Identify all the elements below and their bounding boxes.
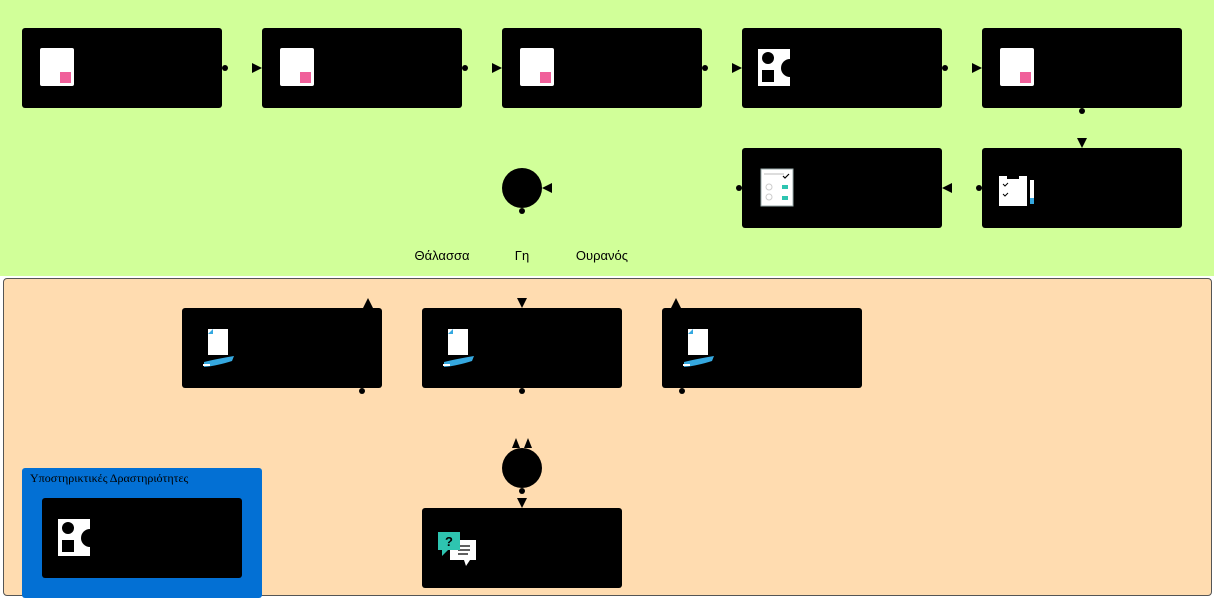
label-sea: Θάλασσα xyxy=(414,248,470,263)
document-icon xyxy=(1000,48,1034,86)
decision-gateway-bottom[interactable] xyxy=(502,448,542,488)
node-step-3[interactable] xyxy=(502,28,702,108)
decision-gateway-top[interactable] xyxy=(502,168,542,208)
node-step-4[interactable] xyxy=(742,28,942,108)
node-step-7[interactable] xyxy=(742,148,942,228)
svg-text:?: ? xyxy=(445,534,453,549)
document-icon xyxy=(520,48,554,86)
document-hand-icon xyxy=(203,329,234,367)
clipboard-pencil-icon xyxy=(999,173,1034,206)
shapes-icon xyxy=(758,49,799,86)
document-icon xyxy=(40,48,74,86)
node-support[interactable] xyxy=(42,498,242,578)
shapes-icon xyxy=(58,519,99,556)
document-hand-icon xyxy=(683,329,714,367)
label-land: Γη xyxy=(514,248,530,263)
label-sky: Ουρανός xyxy=(575,248,629,263)
node-final[interactable]: ? xyxy=(422,508,622,588)
connector-dots xyxy=(222,65,1085,494)
node-branch-sea[interactable] xyxy=(182,308,382,388)
node-step-1[interactable] xyxy=(22,28,222,108)
support-activities-title: Υποστηρικτικές Δραστηριότητες xyxy=(30,471,189,485)
document-icon xyxy=(280,48,314,86)
checklist-icon xyxy=(760,168,794,207)
document-hand-icon xyxy=(443,329,474,367)
chat-question-icon: ? xyxy=(438,532,476,566)
node-step-5[interactable] xyxy=(982,28,1182,108)
node-step-2[interactable] xyxy=(262,28,462,108)
node-step-6[interactable] xyxy=(982,148,1182,228)
arrowheads xyxy=(252,63,1087,508)
node-branch-land[interactable] xyxy=(422,308,622,388)
node-branch-sky[interactable] xyxy=(662,308,862,388)
